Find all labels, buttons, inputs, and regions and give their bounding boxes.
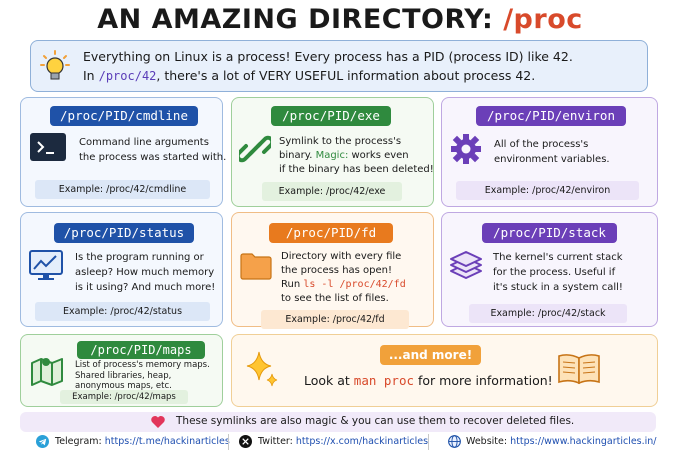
man-proc-command: man proc [353, 373, 415, 388]
card-fd-desc: Directory with every file the process ha… [281, 250, 406, 306]
card-maps-title: /proc/PID/maps [77, 341, 205, 359]
intro-line-2: In /proc/42, there's a lot of VERY USEFU… [83, 68, 535, 83]
card-exe-desc-2: binary. Magic: works even [279, 149, 434, 163]
card-maps-desc-2: Shared libraries, heap, [75, 370, 172, 381]
more-text: Look at man proc for more information! [304, 373, 553, 388]
card-stack-desc-1: The kernel's current stack [493, 252, 623, 263]
card-stack-desc-3: it's stuck in a system call! [493, 282, 623, 293]
footer-divider [228, 434, 229, 450]
card-stack-title: /proc/PID/stack [482, 223, 617, 243]
card-fd-desc-3: Run ls -l /proc/42/fd [281, 278, 406, 292]
card-status-desc-1: Is the program running or [75, 252, 204, 263]
website-link[interactable]: https://www.hackingarticles.in/ [510, 436, 657, 447]
intro-line-2-suffix: , there's a lot of VERY USEFUL informati… [156, 68, 536, 83]
card-cmdline-title: /proc/PID/cmdline [50, 106, 198, 126]
card-environ-desc: All of the process's environment variabl… [494, 137, 610, 167]
card-cmdline-desc-1: Command line arguments [79, 137, 209, 148]
fd-command: ls -l /proc/42/fd [303, 279, 406, 290]
title-accent: /proc [503, 4, 583, 35]
card-fd-desc-3a: Run [281, 279, 304, 290]
intro-code: /proc/42 [98, 69, 157, 83]
footer-website-label: Website: [466, 436, 508, 447]
lightbulb-icon [40, 50, 70, 80]
more-pill: ...and more! [380, 345, 481, 365]
footer-website: Website: https://www.hackingarticles.in/ [466, 436, 657, 447]
card-maps-desc-3: anonymous maps, etc. [75, 381, 172, 391]
card-exe-desc: Symlink to the process's binary. Magic: … [279, 135, 434, 177]
more-text-prefix: Look at [304, 373, 354, 388]
card-stack-example: Example: /proc/42/stack [469, 304, 627, 323]
card-cmdline-example: Example: /proc/42/cmdline [35, 180, 210, 199]
terminal-icon [30, 133, 66, 161]
telegram-icon [36, 435, 49, 448]
magic-label: Magic: [315, 150, 349, 161]
folder-icon [240, 253, 272, 280]
heart-icon [151, 416, 165, 428]
card-fd-desc-1: Directory with every file [281, 251, 402, 262]
chart-monitor-icon [29, 250, 63, 280]
card-status-desc-2: asleep? How much memory [75, 267, 215, 278]
x-icon [239, 435, 252, 448]
book-icon [558, 354, 600, 385]
card-status-desc-3: is it using? And much more! [75, 282, 216, 293]
card-exe-desc-3: if the binary has been deleted! [279, 164, 434, 175]
intro-line-2-prefix: In [83, 68, 99, 83]
card-status-title: /proc/PID/status [54, 223, 194, 243]
footer-telegram: Telegram: https://t.me/hackinarticles [55, 436, 230, 447]
sparkles-icon [246, 351, 278, 387]
title-main: AN AMAZING DIRECTORY: [97, 4, 494, 35]
card-environ-desc-2: environment variables. [494, 154, 610, 165]
map-icon [31, 358, 63, 386]
note-bar [20, 412, 656, 432]
gear-icon [451, 134, 481, 164]
intro-line-1: Everything on Linux is a process! Every … [83, 49, 573, 64]
card-environ-desc-1: All of the process's [494, 139, 589, 150]
card-environ-title: /proc/PID/environ [476, 106, 626, 126]
chain-link-icon [239, 135, 271, 163]
footer-divider [428, 434, 429, 450]
card-fd-desc-2: the process has open! [281, 265, 393, 276]
card-environ-example: Example: /proc/42/environ [456, 181, 639, 200]
twitter-link[interactable]: https://x.com/hackinarticles [295, 436, 429, 447]
card-cmdline-desc: Command line arguments the process was s… [79, 135, 226, 165]
card-maps-example: Example: /proc/42/maps [60, 390, 188, 404]
more-text-suffix: for more information! [414, 373, 553, 388]
footer-twitter-label: Twitter: [258, 436, 293, 447]
card-cmdline-desc-2: the process was started with. [79, 152, 227, 163]
intro-box: Everything on Linux is a process! Every … [30, 40, 648, 92]
card-exe-title: /proc/PID/exe [271, 106, 391, 126]
card-stack-desc-2: for the process. Useful if [493, 267, 616, 278]
card-fd-example: Example: /proc/42/fd [261, 310, 409, 329]
card-maps-desc-1: List of process's memory maps. [75, 360, 210, 370]
card-fd-title: /proc/PID/fd [269, 223, 393, 243]
footer-twitter: Twitter: https://x.com/hackinarticles [258, 436, 428, 447]
layers-icon [450, 251, 482, 279]
telegram-link[interactable]: https://t.me/hackinarticles [104, 436, 230, 447]
page-title: AN AMAZING DIRECTORY: /proc [0, 4, 680, 35]
card-exe-desc-1: Symlink to the process's [279, 136, 402, 147]
card-exe-example: Example: /proc/42/exe [262, 182, 402, 201]
card-stack-desc: The kernel's current stack for the proce… [493, 250, 623, 295]
footer-telegram-label: Telegram: [55, 436, 102, 447]
card-fd-desc-4: to see the list of files. [281, 293, 389, 304]
card-exe-desc-2b: works even [348, 150, 409, 161]
card-status-example: Example: /proc/42/status [35, 302, 210, 321]
card-maps-desc: List of process's memory maps. Shared li… [75, 360, 210, 392]
note-text: These symlinks are also magic & you can … [176, 415, 575, 427]
card-status-desc: Is the program running or asleep? How mu… [75, 250, 215, 295]
card-exe-desc-2a: binary. [279, 150, 316, 161]
globe-icon [448, 435, 461, 448]
